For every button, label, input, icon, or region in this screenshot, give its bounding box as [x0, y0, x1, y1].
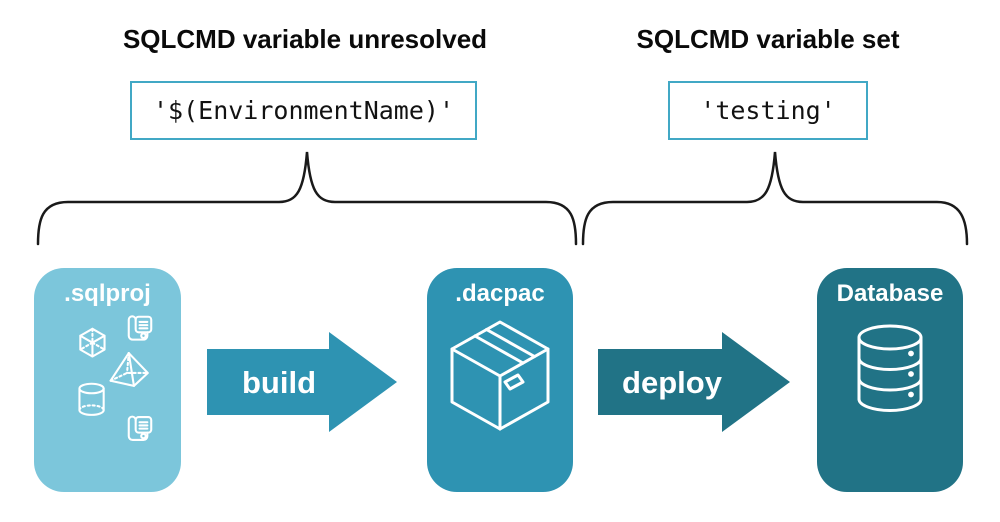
right-annotation-title: SQLCMD variable set — [636, 24, 900, 54]
stage-sqlproj: .sqlproj — [34, 268, 181, 492]
left-code-text: '$(EnvironmentName)' — [152, 96, 455, 125]
left-annotation-title: SQLCMD variable unresolved — [122, 24, 488, 54]
database-icon — [857, 324, 923, 413]
pyramid-icon — [109, 352, 149, 388]
build-arrow-label: build — [242, 365, 316, 400]
package-icon — [450, 320, 550, 431]
stage-database-label: Database — [836, 280, 944, 307]
right-brace — [581, 151, 969, 246]
cube-icon — [78, 328, 106, 358]
build-arrow-shape — [207, 332, 397, 432]
sql-objects-icons — [77, 315, 152, 442]
left-code-box: '$(EnvironmentName)' — [130, 81, 477, 140]
right-code-text: 'testing' — [700, 96, 836, 125]
stage-sqlproj-label: .sqlproj — [64, 280, 151, 307]
right-code-box: 'testing' — [668, 81, 868, 140]
stage-dacpac-label: .dacpac — [455, 280, 545, 307]
deploy-arrow-shape — [598, 332, 790, 432]
script-icon — [127, 315, 152, 342]
script-icon — [127, 415, 152, 442]
stage-dacpac: .dacpac — [427, 268, 573, 492]
cylinder-icon — [77, 383, 105, 417]
build-arrow: build — [207, 332, 397, 432]
left-brace — [36, 151, 578, 246]
deploy-arrow: deploy — [598, 332, 790, 432]
deploy-arrow-label: deploy — [622, 365, 723, 400]
stage-database: Database — [817, 268, 963, 492]
